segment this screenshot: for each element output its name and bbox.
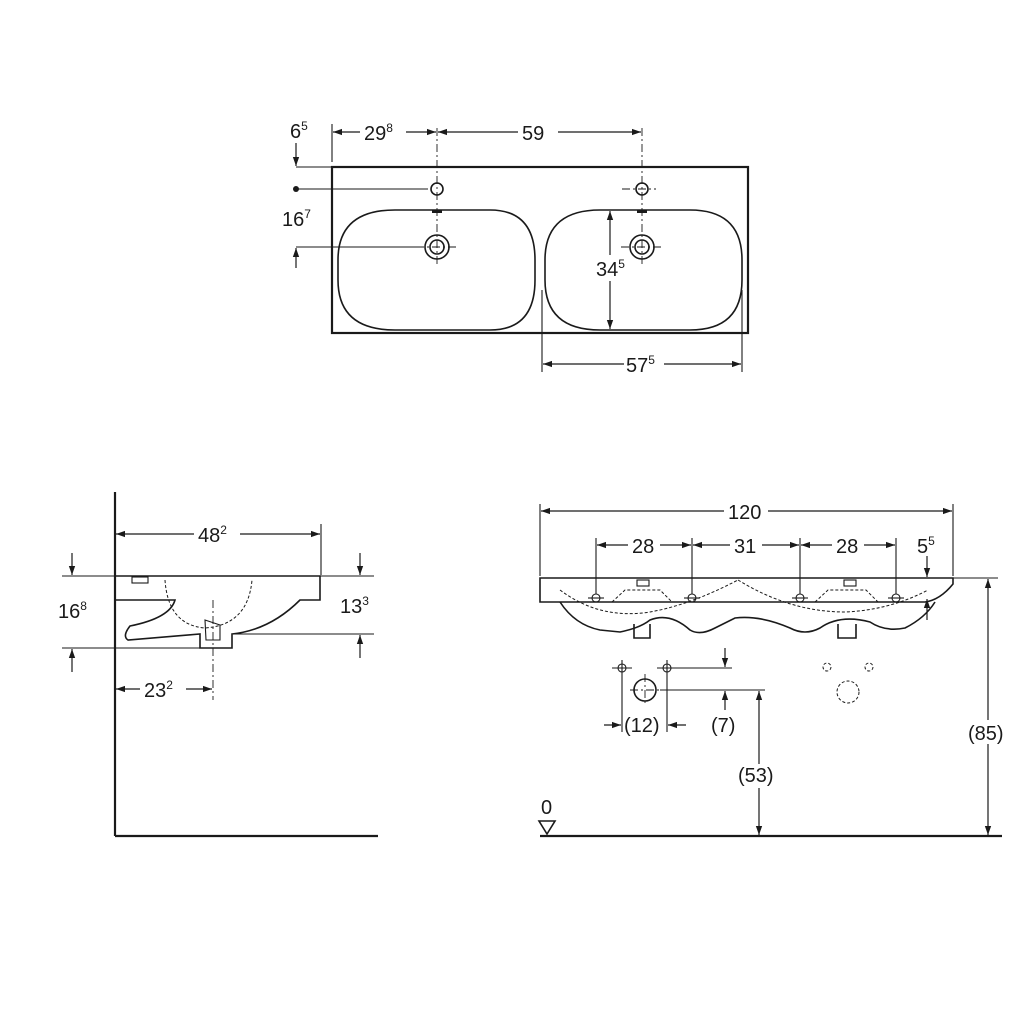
front-view: 0 bbox=[537, 499, 1010, 838]
label-28-left: 28 bbox=[632, 536, 654, 558]
label-29-8: 298 bbox=[364, 121, 393, 145]
front-basin-underside bbox=[559, 601, 936, 634]
left-drain-stub bbox=[633, 624, 651, 639]
label-59: 59 bbox=[522, 123, 544, 145]
waste-connection-left bbox=[612, 660, 677, 706]
label-120: 120 bbox=[728, 502, 761, 524]
label-12: (12) bbox=[624, 715, 660, 737]
label-5-5: 55 bbox=[917, 534, 935, 558]
right-basin-outline bbox=[544, 209, 743, 331]
floor-level-marker bbox=[537, 820, 557, 836]
right-bowl-hidden bbox=[737, 579, 929, 613]
label-13-3: 133 bbox=[340, 594, 369, 618]
left-basin-outline bbox=[337, 209, 536, 331]
label-57-5: 575 bbox=[626, 353, 655, 377]
label-floor-level: 0 bbox=[541, 797, 552, 819]
waste-connection-right bbox=[822, 662, 874, 704]
label-6-5: 65 bbox=[290, 119, 308, 143]
right-drain-stub bbox=[837, 624, 857, 639]
label-53: (53) bbox=[738, 765, 774, 787]
left-bowl-hidden bbox=[559, 579, 739, 615]
top-view: 298 59 65 167 345 575 bbox=[282, 119, 750, 377]
label-16-8: 168 bbox=[58, 599, 87, 623]
fixing-marks bbox=[588, 593, 904, 603]
label-31: 31 bbox=[734, 536, 756, 558]
label-34-5: 345 bbox=[596, 257, 625, 281]
side-bowl-hidden bbox=[164, 579, 253, 629]
label-7: (7) bbox=[711, 715, 735, 737]
side-basin-outline bbox=[115, 575, 321, 649]
label-28-right: 28 bbox=[836, 536, 858, 558]
label-23-2: 232 bbox=[144, 678, 173, 702]
label-16-7: 167 bbox=[282, 207, 311, 231]
label-48-2: 482 bbox=[198, 523, 227, 547]
side-view: 482 168 133 232 bbox=[58, 492, 378, 838]
label-85: (85) bbox=[968, 723, 1004, 745]
top-view-outline bbox=[330, 165, 750, 335]
